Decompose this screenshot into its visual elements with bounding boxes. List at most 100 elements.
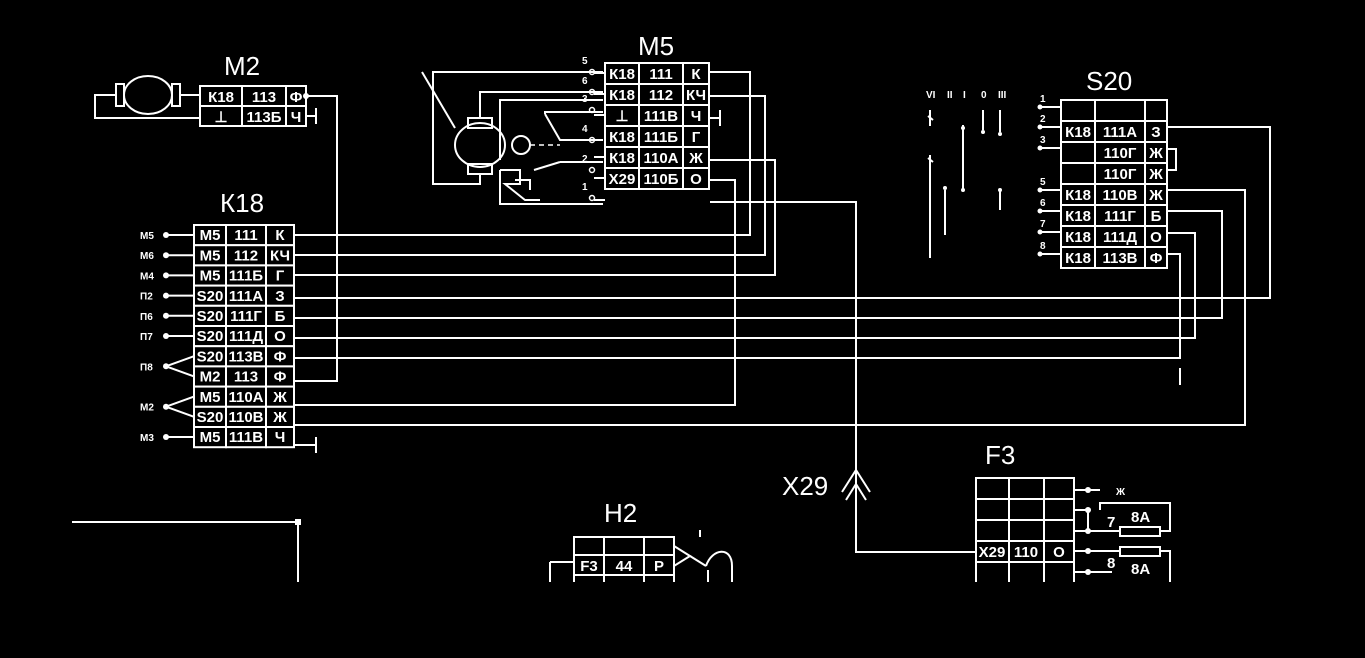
s20-cell: О [1150,229,1162,246]
k18-pin-label: П8 [140,362,153,373]
s20-pin-number: 3 [1040,135,1046,146]
k18-pin-label: М2 [140,403,154,414]
panel-outline [72,521,299,582]
k18-cell: S20 [197,288,224,305]
k18-cell: 112 [234,247,258,264]
k18-cell: S20 [197,328,224,345]
s20-position-label: VI [926,90,936,101]
s20-cell: 110В [1102,187,1137,204]
m5-label: М5 [638,31,674,61]
m5-cell: Ч [691,108,702,125]
m2-cell: Ч [291,109,302,126]
m5-cell: К18 [609,150,635,167]
k18-cell: О [274,328,286,345]
m5-cell: К18 [609,66,635,83]
s20-cell: З [1151,124,1160,141]
m5-cell: 110Б [644,171,679,188]
m2-label: М2 [224,51,260,81]
s20-cell: Ж [1148,166,1163,183]
s20-cell: 113В [1102,250,1137,267]
k18-cell: Ч [275,429,286,446]
k18-cell: 113В [228,348,263,365]
f3-component: F3 Х29 110 О Ж 7 [975,440,1171,582]
s20-cell: К18 [1065,208,1091,225]
s20-cell: 110Г [1104,166,1137,183]
k18-cell: М5 [200,429,221,446]
m2-cell: К18 [208,89,234,106]
s20-pin-number: 2 [1040,114,1046,125]
s20-cell: К18 [1065,250,1091,267]
h2-label: Н2 [604,498,637,528]
f3-wire-label: Ж [1115,487,1126,498]
s20-position-label: 0 [981,90,987,101]
f3-fuses: Ж 7 8 8А 8А [1074,487,1171,582]
k18-cell: S20 [197,409,224,426]
fuse-icon [1119,526,1161,537]
m5-cell: 111 [649,66,672,83]
k18-cell: К [275,227,285,244]
m2-table: К18 113 Ф ⊥ 113Б Ч [199,85,307,127]
h2-table: F3 44 Р [549,536,675,582]
s20-cell: 111А [1103,124,1137,141]
s20-cell: Ж [1148,145,1163,162]
s20-cell: К18 [1065,229,1091,246]
k18-cell: 111Г [230,308,262,325]
s20-cell: Ф [1150,250,1163,267]
f3-wire-label: 8 [1107,555,1115,572]
s20-cell: 111Д [1103,229,1137,246]
k18-cell: М5 [200,247,221,264]
s20-cell: 110Г [1104,145,1137,162]
h2-cell: 44 [616,558,633,575]
k18-cell: Г [276,268,285,285]
s20-cell: К18 [1065,124,1091,141]
k18-cell: М5 [200,227,221,244]
s20-cell: К18 [1065,187,1091,204]
k18-cell: 110В [228,409,263,426]
m5-cell: К18 [609,87,635,104]
m5-cell: ⊥ [615,108,628,125]
m5-pin-number: 6 [582,76,588,87]
s20-pin-number: 7 [1040,219,1046,230]
s20-pin-number: 5 [1040,177,1046,188]
m5-pin-number: 1 [582,182,588,193]
m5-cell: К18 [609,129,635,146]
horn-icon [673,530,733,582]
h2-cell: F3 [580,558,598,575]
k18-cell: S20 [197,348,224,365]
k18-cell: КЧ [270,247,290,264]
s20-position-label: I [963,90,966,101]
k18-cell: 111А [229,288,263,305]
m5-pin-number: 2 [582,154,588,165]
s20-cell: 111Г [1104,208,1136,225]
m5-limit-switch-icon [499,111,603,205]
k18-cell: М5 [200,389,221,406]
m5-cell: 112 [649,87,673,104]
m5-cell: 111Б [644,129,678,146]
m2-motor-icon [94,75,200,119]
k18-cell: 110А [228,389,263,406]
k18-pin-label: П6 [140,312,153,323]
s20-label: S20 [1086,66,1132,96]
m5-cell: КЧ [686,87,706,104]
m5-cell: Ж [688,150,703,167]
k18-cell: Ж [272,389,287,406]
k18-cell: 111Д [229,328,263,345]
x29-label: Х29 [782,471,828,501]
s20-pin-number: 1 [1040,94,1046,105]
k18-cell: 111Б [229,268,263,285]
f3-table: Х29 110 О [975,477,1075,582]
f3-cell: О [1053,544,1065,561]
s20-cell: Ж [1148,187,1163,204]
wire-harness [294,71,1271,553]
s20-switch-contacts-icon [927,110,1002,258]
f3-wire-label: 7 [1107,514,1115,531]
s20-position-label: II [947,90,953,101]
